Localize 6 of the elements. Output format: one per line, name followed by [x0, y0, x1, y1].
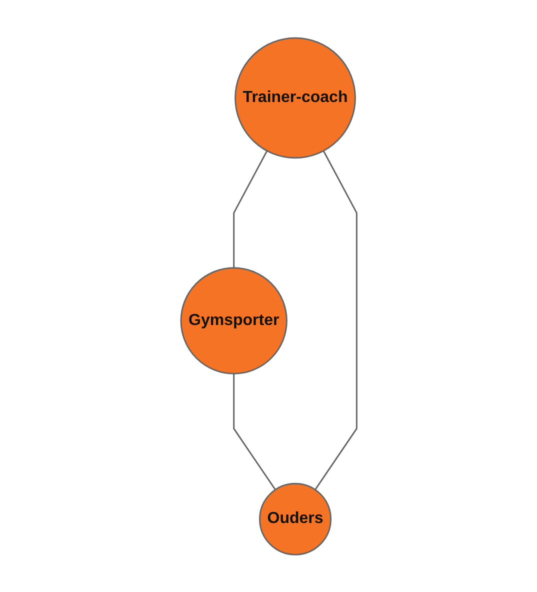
- connector: [232, 373, 276, 490]
- node-circle: Ouders: [258, 482, 332, 556]
- node-circle: Trainer-coach: [234, 36, 356, 158]
- connector: [232, 150, 268, 268]
- node-circle: Gymsporter: [180, 266, 288, 374]
- connector: [314, 150, 358, 490]
